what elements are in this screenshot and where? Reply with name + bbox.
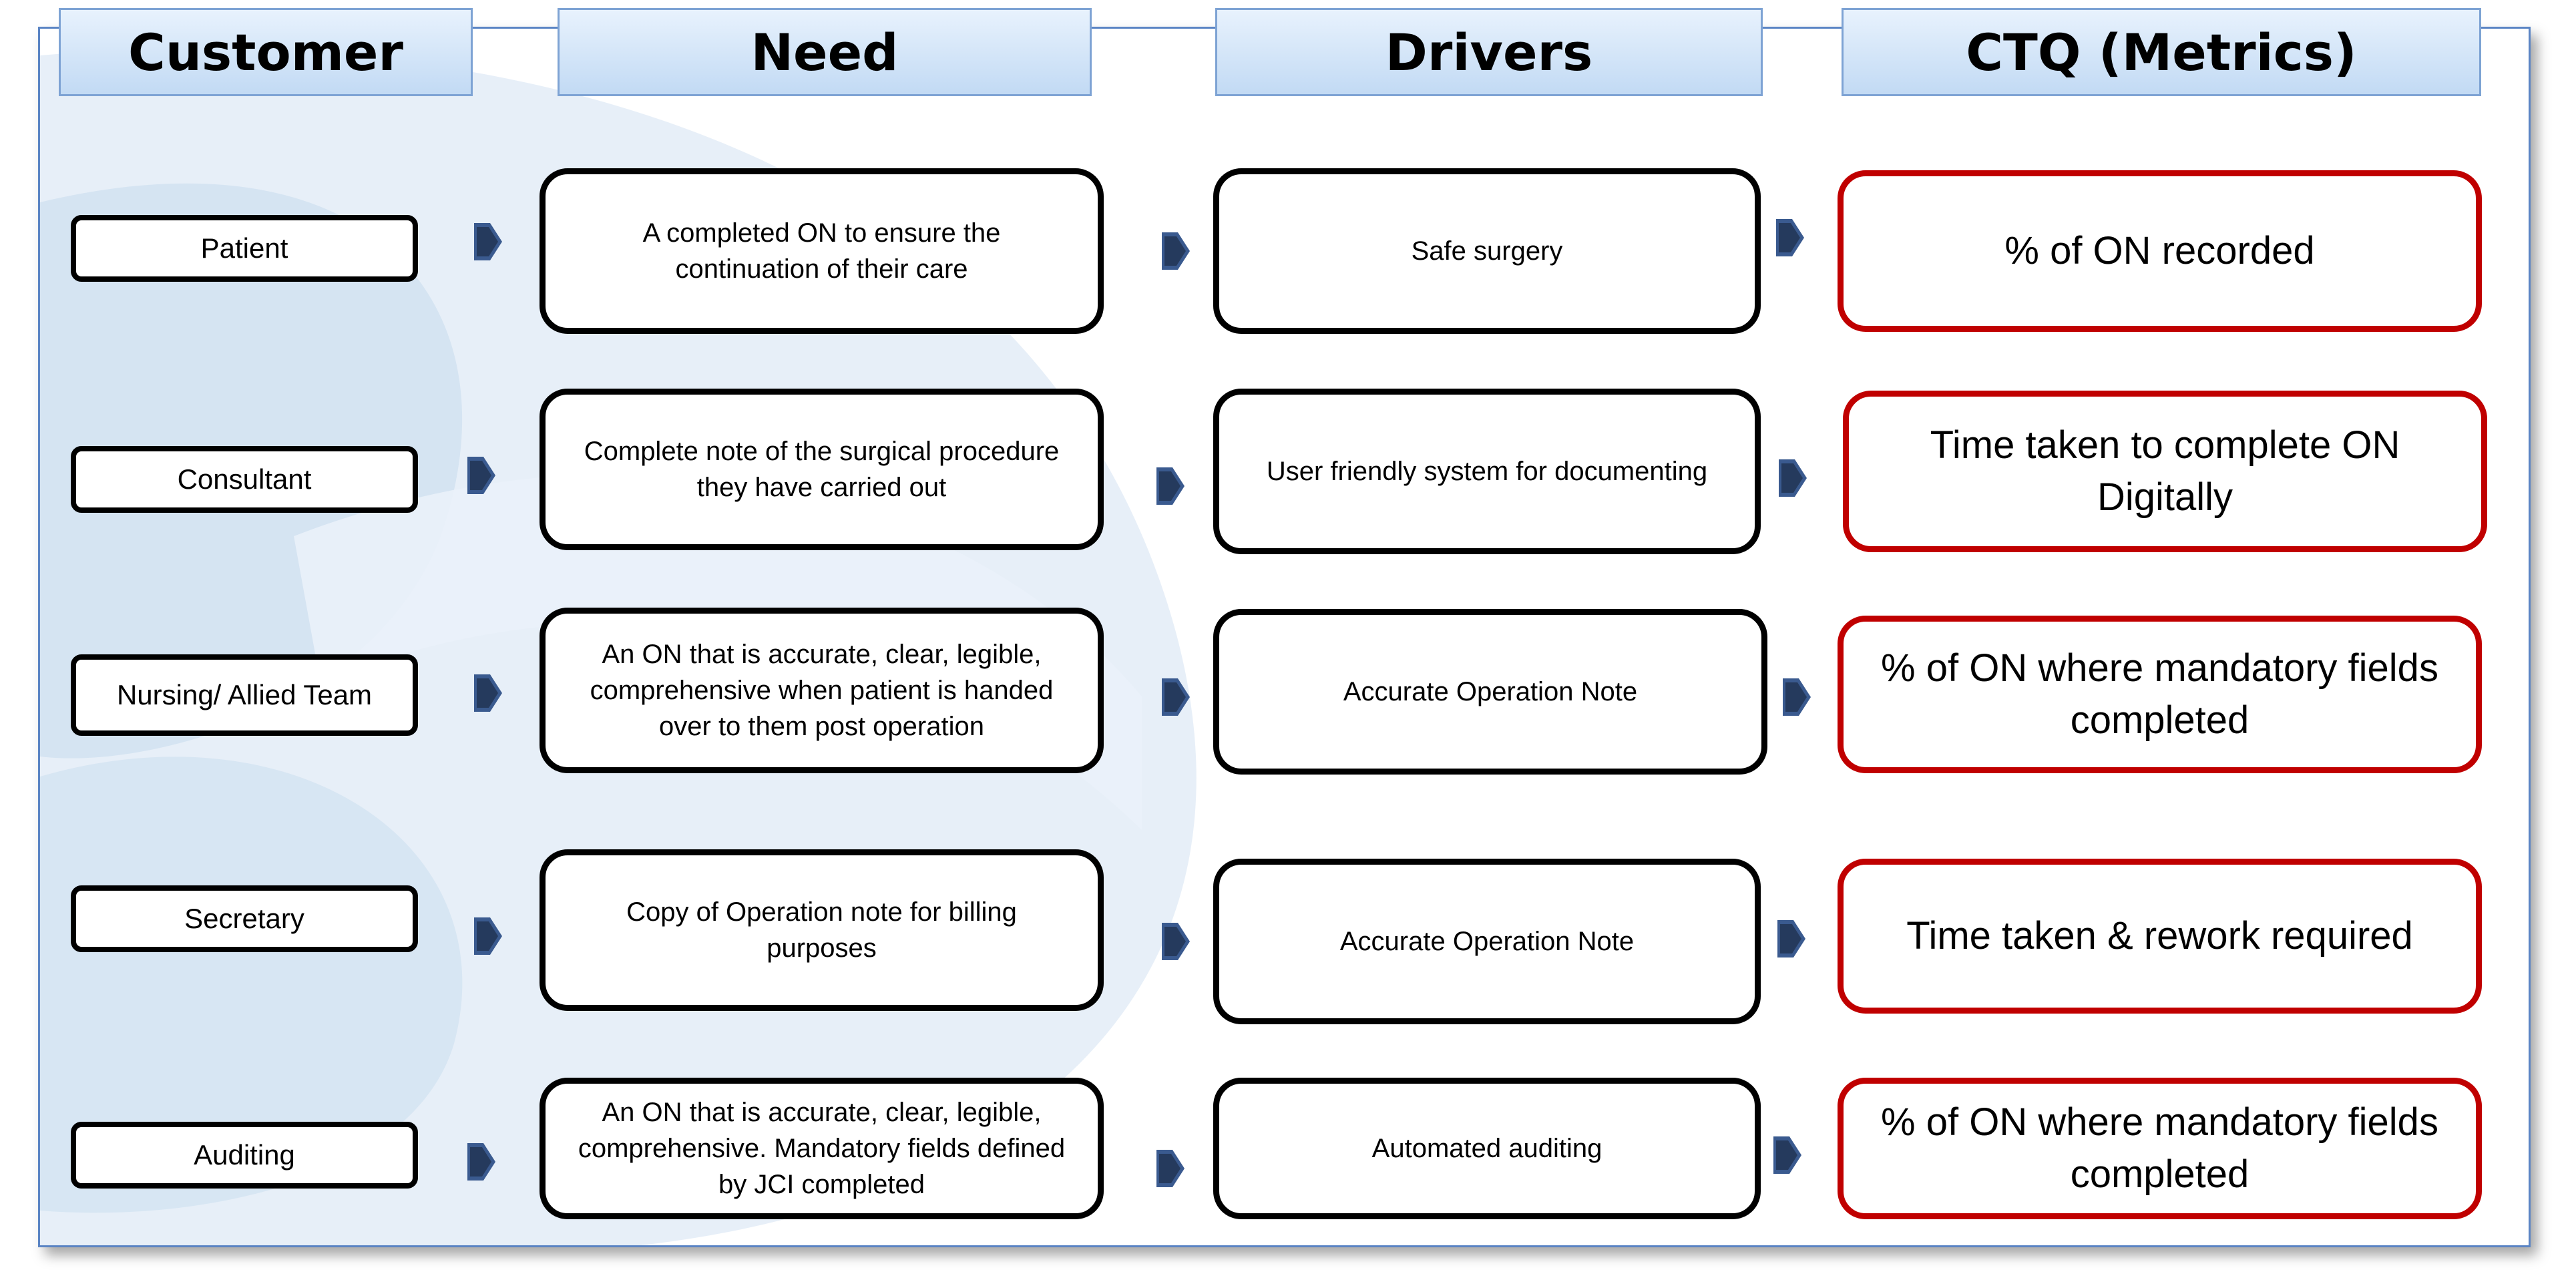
need-box-secretary: Copy of Operation note for billing purpo…	[540, 849, 1104, 1011]
ctq-box-on-recorded: % of ON recorded	[1838, 170, 2482, 332]
right-arrow-icon	[467, 457, 495, 494]
driver-box-automated-auditing: Automated auditing	[1213, 1078, 1761, 1219]
header-ctq: CTQ (Metrics)	[1842, 8, 2481, 96]
driver-box-accurate-note-2: Accurate Operation Note	[1213, 859, 1761, 1024]
right-arrow-icon	[1162, 678, 1190, 716]
ctq-box-rework: Time taken & rework required	[1838, 859, 2482, 1014]
driver-box-safe-surgery: Safe surgery	[1213, 168, 1761, 334]
right-arrow-icon	[1783, 678, 1811, 716]
ctq-box-mandatory-fields-1: % of ON where mandatory fields completed	[1838, 616, 2482, 773]
header-customer: Customer	[59, 8, 473, 96]
right-arrow-icon	[1776, 219, 1804, 256]
driver-box-user-friendly: User friendly system for documenting	[1213, 389, 1761, 554]
header-need: Need	[558, 8, 1092, 96]
right-arrow-icon	[474, 917, 502, 955]
right-arrow-icon	[1162, 232, 1190, 270]
right-arrow-icon	[1773, 1136, 1801, 1174]
need-box-consultant: Complete note of the surgical procedure …	[540, 389, 1104, 550]
right-arrow-icon	[1779, 459, 1807, 497]
ctq-box-time-taken: Time taken to complete ON Digitally	[1843, 391, 2487, 552]
right-arrow-icon	[1162, 923, 1190, 960]
right-arrow-icon	[474, 223, 502, 260]
ctq-box-mandatory-fields-2: % of ON where mandatory fields completed	[1838, 1078, 2482, 1219]
need-box-nursing: An ON that is accurate, clear, legible, …	[540, 608, 1104, 773]
right-arrow-icon	[1777, 920, 1805, 957]
right-arrow-icon	[474, 674, 502, 712]
driver-box-accurate-note-1: Accurate Operation Note	[1213, 609, 1767, 775]
need-box-auditing: An ON that is accurate, clear, legible, …	[540, 1078, 1104, 1219]
customer-box-patient: Patient	[71, 215, 418, 282]
customer-box-secretary: Secretary	[71, 885, 418, 952]
right-arrow-icon	[467, 1143, 495, 1181]
header-drivers: Drivers	[1215, 8, 1763, 96]
need-box-patient: A completed ON to ensure the continuatio…	[540, 168, 1104, 334]
customer-box-nursing: Nursing/ Allied Team	[71, 654, 418, 736]
customer-box-auditing: Auditing	[71, 1122, 418, 1189]
customer-box-consultant: Consultant	[71, 446, 418, 513]
right-arrow-icon	[1156, 467, 1185, 505]
right-arrow-icon	[1156, 1150, 1185, 1187]
